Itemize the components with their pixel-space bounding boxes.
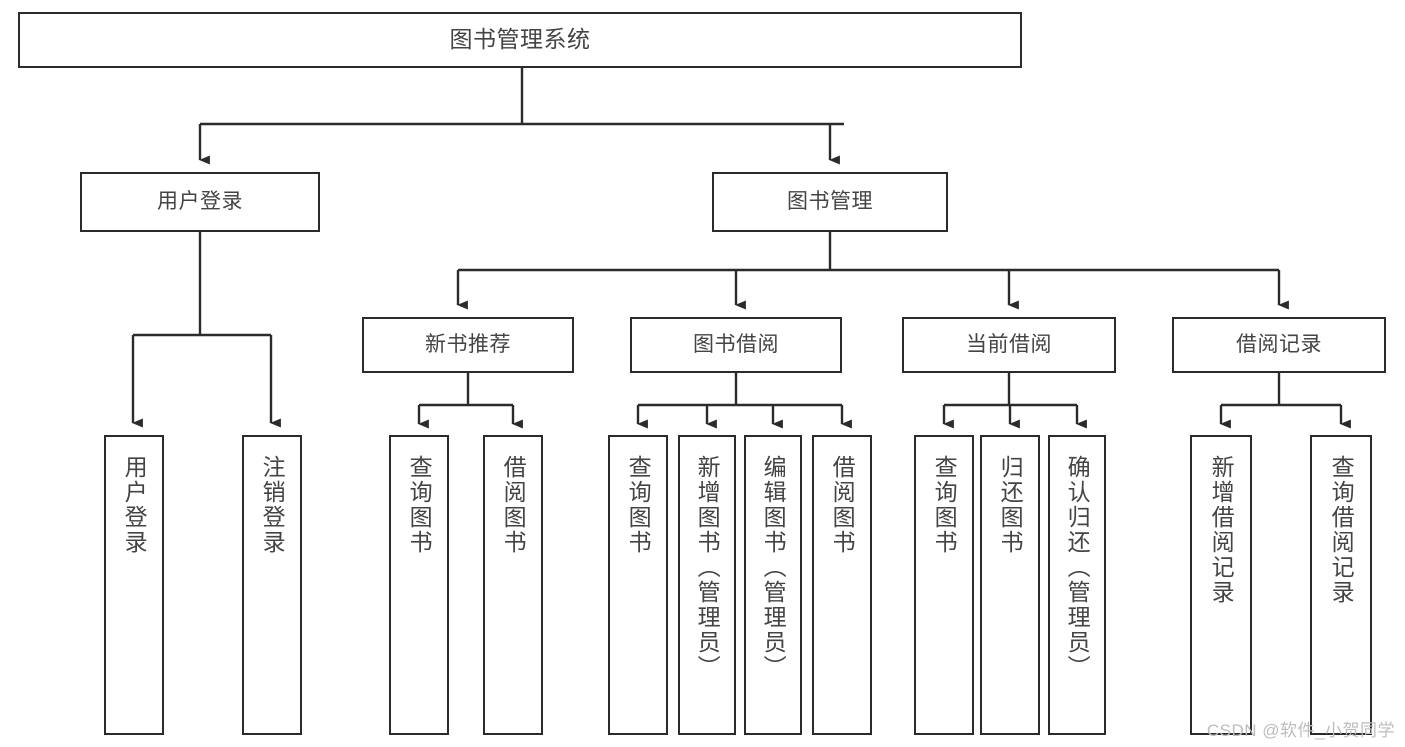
leaf-node-label: 归还图书 bbox=[997, 455, 1024, 555]
leaf-node[interactable]: 借阅图书 bbox=[812, 435, 872, 735]
leaf-node[interactable]: 归还图书 bbox=[980, 435, 1040, 735]
node-book-borrow[interactable]: 图书借阅 bbox=[630, 317, 842, 373]
leaf-node[interactable]: 新增图书（管理员） bbox=[678, 435, 736, 735]
node-root[interactable]: 图书管理系统 bbox=[18, 12, 1022, 68]
leaf-node[interactable]: 确认归还（管理员） bbox=[1048, 435, 1106, 735]
node-new-book-recommend-label: 新书推荐 bbox=[425, 332, 511, 356]
leaf-node-label: 查询图书 bbox=[406, 455, 433, 555]
node-book-management[interactable]: 图书管理 bbox=[712, 172, 948, 232]
leaf-node[interactable]: 查询图书 bbox=[389, 435, 449, 735]
node-borrow-records-label: 借阅记录 bbox=[1236, 332, 1322, 356]
leaf-node[interactable]: 查询图书 bbox=[608, 435, 668, 735]
node-root-label: 图书管理系统 bbox=[449, 26, 591, 53]
leaf-node-label: 查询图书 bbox=[931, 455, 958, 555]
leaf-node-label: 确认归还（管理员） bbox=[1064, 455, 1091, 680]
leaf-node[interactable]: 用户登录 bbox=[104, 435, 164, 735]
leaf-node-label: 注销登录 bbox=[259, 455, 286, 555]
node-new-book-recommend[interactable]: 新书推荐 bbox=[362, 317, 574, 373]
node-current-borrow[interactable]: 当前借阅 bbox=[902, 317, 1116, 373]
leaf-node[interactable]: 编辑图书（管理员） bbox=[744, 435, 802, 735]
node-book-borrow-label: 图书借阅 bbox=[693, 332, 779, 356]
leaf-node-label: 借阅图书 bbox=[829, 455, 856, 555]
node-current-borrow-label: 当前借阅 bbox=[966, 332, 1052, 356]
node-user-login[interactable]: 用户登录 bbox=[80, 172, 320, 232]
leaf-node[interactable]: 注销登录 bbox=[242, 435, 302, 735]
leaf-node[interactable]: 借阅图书 bbox=[483, 435, 543, 735]
leaf-node-label: 借阅图书 bbox=[500, 455, 527, 555]
node-borrow-records[interactable]: 借阅记录 bbox=[1172, 317, 1386, 373]
leaf-node[interactable]: 新增借阅记录 bbox=[1190, 435, 1252, 735]
leaf-node-label: 新增借阅记录 bbox=[1208, 455, 1235, 605]
leaf-node[interactable]: 查询借阅记录 bbox=[1310, 435, 1372, 735]
leaf-node-label: 编辑图书（管理员） bbox=[760, 455, 787, 680]
leaf-node-label: 查询图书 bbox=[625, 455, 652, 555]
watermark: CSDN @软件_小贺同学 bbox=[1206, 721, 1395, 740]
leaf-node-label: 新增图书（管理员） bbox=[694, 455, 721, 680]
leaf-node-label: 查询借阅记录 bbox=[1328, 455, 1355, 605]
node-book-management-label: 图书管理 bbox=[787, 189, 873, 213]
leaf-node[interactable]: 查询图书 bbox=[914, 435, 974, 735]
leaf-node-label: 用户登录 bbox=[121, 455, 148, 555]
node-user-login-label: 用户登录 bbox=[157, 189, 243, 213]
